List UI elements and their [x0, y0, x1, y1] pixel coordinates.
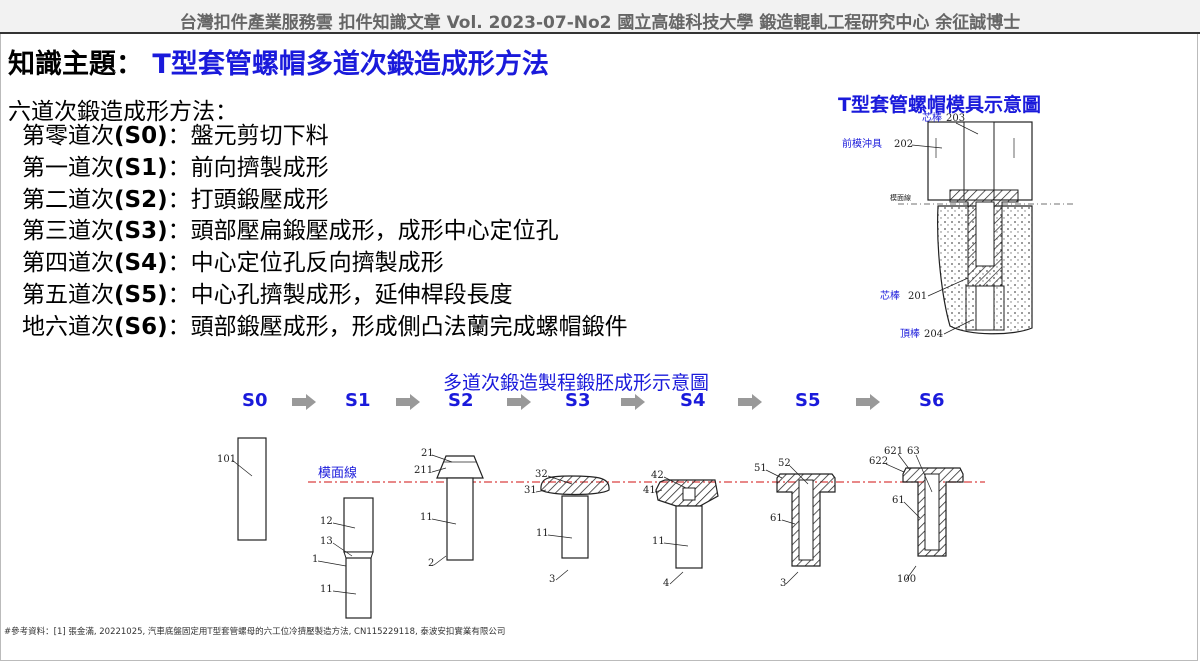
step-item: 地六道次(S6)：頭部鍛壓成形，形成側凸法蘭完成螺帽鍛件 [22, 312, 628, 344]
steps-title: 六道次鍛造成形方法： [8, 99, 238, 125]
arrow-right-icon [856, 394, 880, 410]
s2-num: 2 [428, 558, 434, 569]
s1-taper [343, 551, 374, 559]
step-code: (S1) [114, 154, 168, 181]
s4-num: 41 [643, 485, 656, 496]
stage-label: S5 [795, 390, 821, 411]
step-desc: ：中心定位孔反向擠製成形 [167, 250, 444, 277]
die-diagram-title: T型套管螺帽模具示意圖 [838, 94, 1041, 116]
step-code: (S2) [114, 186, 168, 213]
arrow-right-icon [507, 394, 531, 410]
s6-num: 621 [884, 446, 903, 457]
arrow-right-icon [292, 394, 316, 410]
step-prefix: 地六道次 [22, 313, 114, 340]
arrow-right-icon [396, 394, 420, 410]
stage-label: S6 [919, 390, 945, 411]
process-parting-label: 模面線 [318, 465, 357, 481]
s1-num: 13 [320, 536, 333, 547]
step-item: 第零道次(S0)：盤元剪切下料 [22, 121, 628, 153]
stage-label: S2 [448, 390, 474, 411]
label-core-top: 芯棒 [922, 111, 942, 124]
label-ejector: 頂棒 [900, 327, 920, 340]
s4-num: 42 [651, 470, 664, 481]
step-prefix: 第五道次 [22, 281, 114, 308]
s2-num: 211 [414, 465, 433, 476]
top-core-rod [963, 121, 995, 201]
s2-num: 11 [420, 512, 433, 523]
step-desc: ：頭部壓扁鍛壓成形，成形中心定位孔 [167, 218, 559, 245]
s6-num: 61 [892, 495, 905, 506]
stage-label: S4 [680, 390, 706, 411]
stage-label: S1 [345, 390, 371, 411]
s4-num: 11 [652, 536, 665, 547]
step-code: (S0) [114, 123, 168, 149]
step-prefix: 第二道次 [22, 186, 114, 213]
step-item: 第五道次(S5)：中心孔擠製成形，延伸桿段長度 [22, 280, 628, 312]
die-diagram: 芯棒 203 前模沖具 202 模面線 芯棒 201 頂棒 204 [842, 111, 1076, 340]
step-item: 第二道次(S2)：打頭鍛壓成形 [22, 185, 628, 217]
s3-num: 3 [549, 574, 555, 585]
s3-num: 11 [536, 528, 549, 539]
s3-shank [561, 495, 589, 559]
step-desc: ：中心孔擠製成形，延伸桿段長度 [167, 281, 513, 308]
s6-num: 63 [907, 446, 920, 457]
topic-label: 知識主題： [8, 49, 143, 80]
s5-num: 61 [770, 513, 783, 524]
s2-shank [446, 477, 474, 561]
s1-shank [345, 557, 372, 619]
s2-num: 21 [421, 448, 434, 459]
s1-num: 1 [312, 554, 318, 565]
s1-num: 12 [320, 516, 333, 527]
label-front-punch-num: 202 [894, 139, 913, 150]
stage-label: S0 [242, 390, 268, 411]
step-code: (S5) [114, 281, 168, 308]
s4-shank [675, 505, 703, 569]
label-ejector-num: 204 [924, 329, 943, 340]
header-bar: 台灣扣件產業服務雲 扣件知識文章 Vol. 2023-07-No2 國立高雄科技… [0, 0, 1200, 34]
s6-num: 622 [869, 456, 888, 467]
s0-billet [237, 437, 267, 541]
s3-num: 32 [535, 469, 548, 480]
step-prefix: 第四道次 [22, 250, 114, 277]
s5-num: 51 [754, 463, 767, 474]
step-desc: ：前向擠製成形 [167, 154, 329, 181]
s5-num: 3 [780, 578, 786, 589]
steps-list: 第零道次(S0)：盤元剪切下料 第一道次(S1)：前向擠製成形 第二道次(S2)… [22, 121, 628, 344]
step-desc: ：打頭鍛壓成形 [167, 186, 329, 213]
s3-head [540, 475, 610, 496]
s5-num: 52 [778, 458, 791, 469]
s3-num: 31 [524, 485, 537, 496]
step-item: 第四道次(S4)：中心定位孔反向擠製成形 [22, 248, 628, 280]
forging-process-diagram: 模面線 101 12 13 1 11 21 211 11 2 32 31 11 … [217, 437, 985, 619]
label-parting: 模面線 [890, 193, 911, 202]
label-front-punch: 前模沖具 [842, 137, 882, 150]
bottom-core-rod [975, 285, 995, 331]
step-desc: ：盤元剪切下料 [167, 123, 329, 149]
header-text: 台灣扣件產業服務雲 扣件知識文章 Vol. 2023-07-No2 國立高雄科技… [179, 13, 1021, 33]
step-code: (S6) [114, 313, 168, 340]
step-item: 第一道次(S1)：前向擠製成形 [22, 153, 628, 185]
label-core-bottom-num: 201 [908, 291, 927, 302]
s0-num: 101 [217, 454, 236, 465]
step-prefix: 第三道次 [22, 218, 114, 245]
label-core-top-num: 203 [946, 113, 965, 124]
process-diagram-title: 多道次鍛造製程鍛胚成形示意圖 [443, 372, 710, 394]
label-core-bottom: 芯棒 [880, 289, 900, 302]
knowledge-topic: 知識主題： T型套管螺帽多道次鍛造成形方法 [8, 42, 549, 81]
arrow-right-icon [621, 394, 645, 410]
s1-num: 11 [320, 584, 333, 595]
stage-label: S3 [565, 390, 591, 411]
s4-num: 4 [663, 578, 669, 589]
reference-note: #參考資料：[1] 張金滿, 20221025, 汽車底盤固定用T型套管螺母的六… [4, 627, 506, 637]
step-prefix: 第零道次 [22, 123, 114, 149]
step-desc: ：頭部鍛壓成形，形成側凸法蘭完成螺帽鍛件 [167, 313, 628, 340]
step-prefix: 第一道次 [22, 154, 114, 181]
step-item: 第三道次(S3)：頭部壓扁鍛壓成形，成形中心定位孔 [22, 216, 628, 248]
topic-value: T型套管螺帽多道次鍛造成形方法 [152, 49, 549, 80]
ejector-pin [965, 285, 1005, 331]
arrow-right-icon [738, 394, 762, 410]
step-code: (S3) [114, 218, 168, 245]
s1-head [343, 497, 374, 553]
step-code: (S4) [114, 250, 168, 277]
